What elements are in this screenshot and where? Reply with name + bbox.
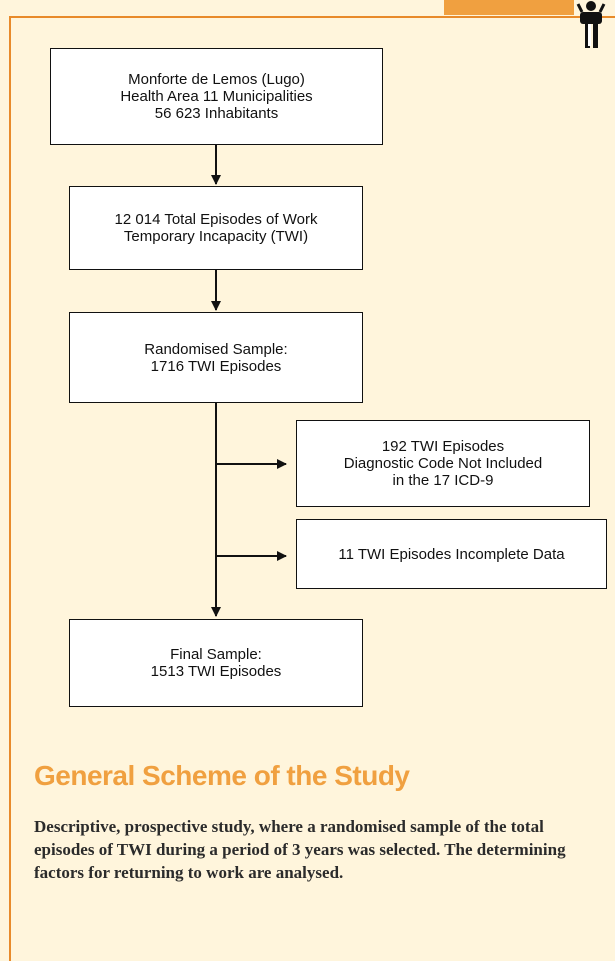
- node-excluded-incomplete-data: 11 TWI Episodes Incomplete Data: [296, 519, 607, 589]
- node-excluded-diagnostic-code: 192 TWI Episodes Diagnostic Code Not Inc…: [296, 420, 590, 507]
- flowchart: [211, 145, 287, 617]
- node-final-sample: Final Sample: 1513 TWI Episodes: [69, 619, 363, 707]
- person-figure-icon: [576, 1, 606, 48]
- node-population: Monforte de Lemos (Lugo) Health Area 11 …: [50, 48, 383, 145]
- node-total-episodes: 12 014 Total Episodes of Work Temporary …: [69, 186, 363, 270]
- section-title: General Scheme of the Study: [34, 760, 410, 791]
- node-randomised-sample: Randomised Sample: 1716 TWI Episodes: [69, 312, 363, 403]
- corner-tab: [444, 0, 574, 15]
- section-description: Descriptive, prospective study, where a …: [34, 817, 566, 882]
- page-frame: [9, 16, 615, 961]
